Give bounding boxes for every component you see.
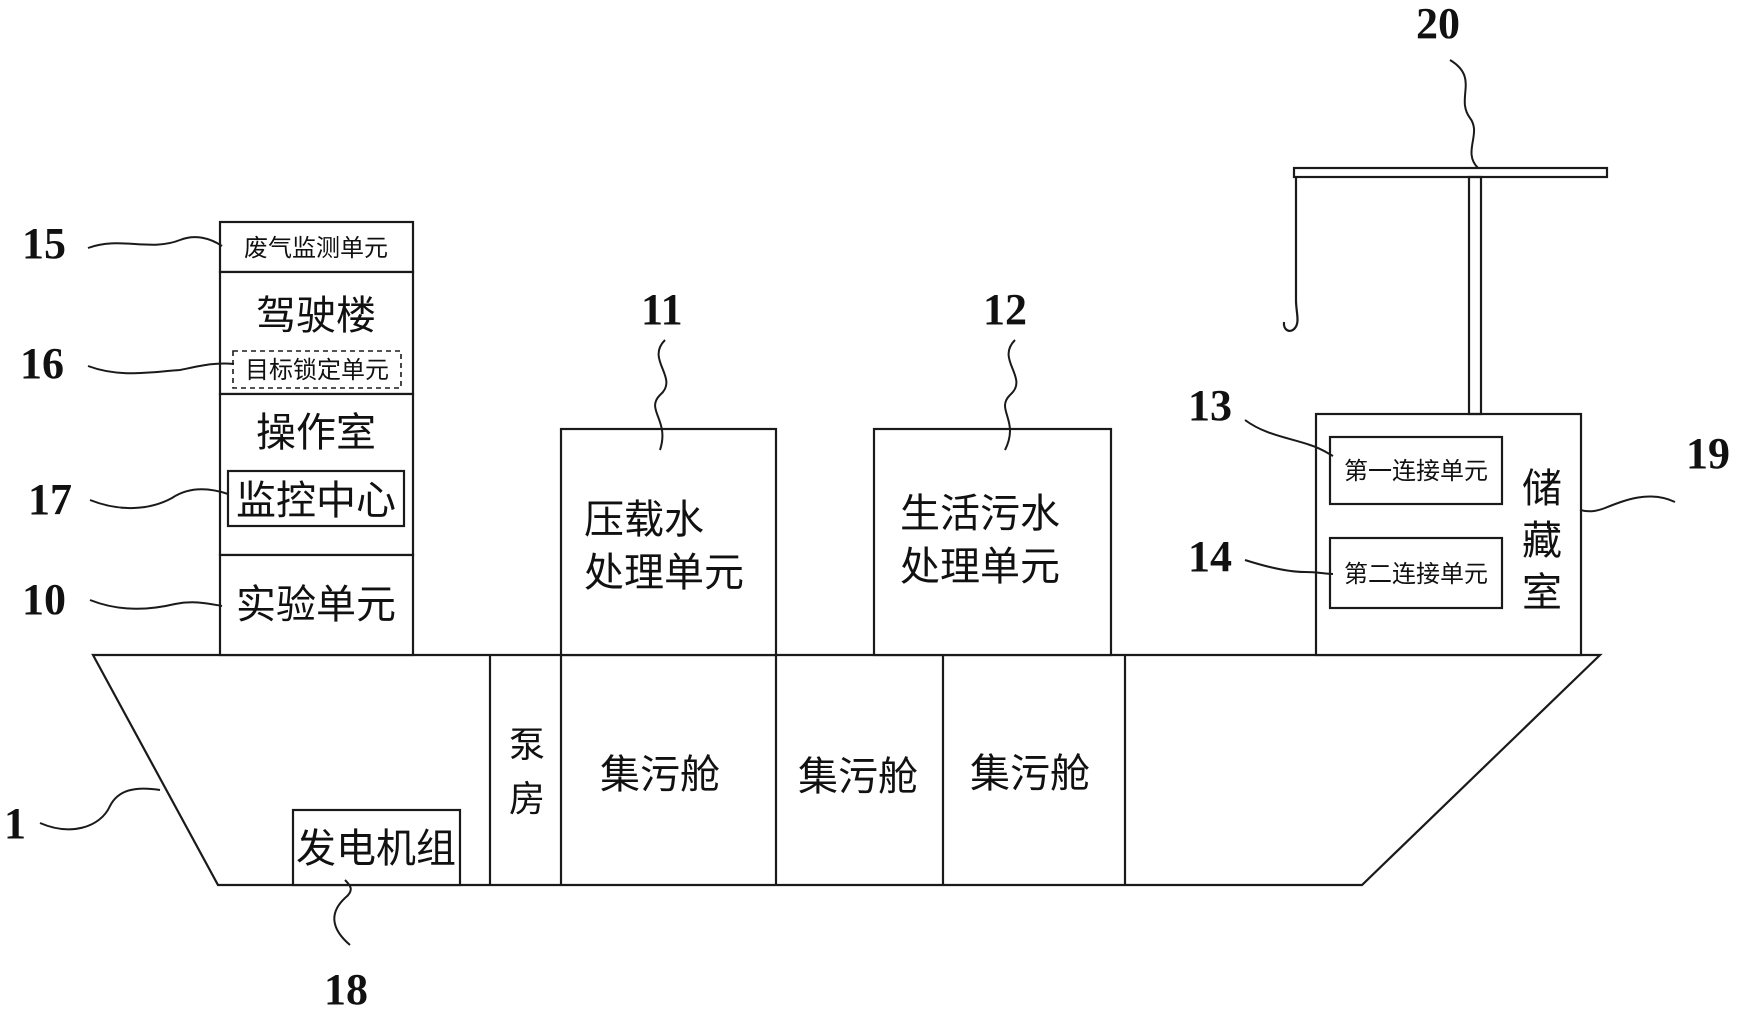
storage-label-3: 室	[1522, 570, 1562, 616]
sewage-tank-a-label: 集污舱	[600, 752, 720, 798]
crane-jib	[1292, 166, 1609, 179]
monitor-center-label: 监控中心	[236, 478, 396, 524]
second-connect-box	[1328, 536, 1504, 610]
sewage-tank-b-label: 集污舱	[798, 754, 918, 800]
crane-mast	[1467, 175, 1483, 416]
bridge-box	[218, 270, 415, 396]
experiment-unit-label: 实验单元	[236, 582, 396, 628]
crane-hook-icon	[1282, 299, 1299, 332]
leader-1	[39, 787, 161, 831]
exhaust-monitor-box	[218, 220, 415, 274]
leader-11	[654, 339, 668, 451]
target-lock-label: 目标锁定单元	[245, 356, 389, 384]
bridge-label: 驾驶楼	[256, 293, 376, 339]
leader-20	[1449, 59, 1479, 169]
ref-15: 15	[22, 219, 66, 268]
ref-1: 1	[4, 799, 26, 848]
pump-room-label-1: 泵	[509, 725, 545, 766]
first-connect-label: 第一连接单元	[1344, 457, 1488, 485]
storage-label-1: 储	[1522, 466, 1562, 512]
sewage-tank-c-label: 集污舱	[970, 751, 1090, 797]
storage-label-2: 藏	[1522, 518, 1562, 564]
ref-17: 17	[28, 475, 72, 524]
ref-20: 20	[1416, 0, 1460, 48]
leader-13	[1244, 419, 1334, 457]
ref-10: 10	[22, 575, 66, 624]
ballast-water-unit-box	[559, 427, 778, 657]
ref-14: 14	[1188, 532, 1232, 581]
first-connect-box	[1328, 435, 1504, 506]
leader-12	[1004, 339, 1018, 451]
leader-14	[1244, 559, 1334, 575]
exhaust-monitor-label: 废气监测单元	[244, 234, 388, 262]
generator-label: 发电机组	[296, 826, 456, 872]
second-connect-label: 第二连接单元	[1344, 560, 1488, 588]
leader-18	[333, 879, 352, 946]
sewage-unit-box	[872, 427, 1113, 657]
ref-18: 18	[324, 965, 368, 1014]
operation-room-label: 操作室	[256, 410, 376, 456]
ref-16: 16	[20, 339, 64, 388]
target-lock-box	[232, 350, 402, 389]
ballast-label-line2: 处理单元	[584, 550, 744, 596]
experiment-unit-box	[218, 553, 415, 657]
ballast-label-line1: 压载水	[584, 497, 704, 543]
ref-13: 13	[1188, 381, 1232, 430]
sewage-label-line2: 处理单元	[900, 544, 1060, 590]
ref-19: 19	[1686, 429, 1730, 478]
ref-12: 12	[983, 285, 1027, 334]
leader-17	[89, 488, 229, 509]
leader-19	[1579, 495, 1676, 513]
leader-10	[89, 599, 223, 610]
generator-box	[291, 808, 462, 887]
pump-room-label-2: 房	[509, 779, 545, 820]
ref-11: 11	[641, 285, 683, 334]
leader-15	[87, 236, 223, 249]
leader-16	[87, 362, 235, 375]
sewage-label-line1: 生活污水	[900, 491, 1060, 537]
monitor-center-box	[226, 469, 406, 528]
